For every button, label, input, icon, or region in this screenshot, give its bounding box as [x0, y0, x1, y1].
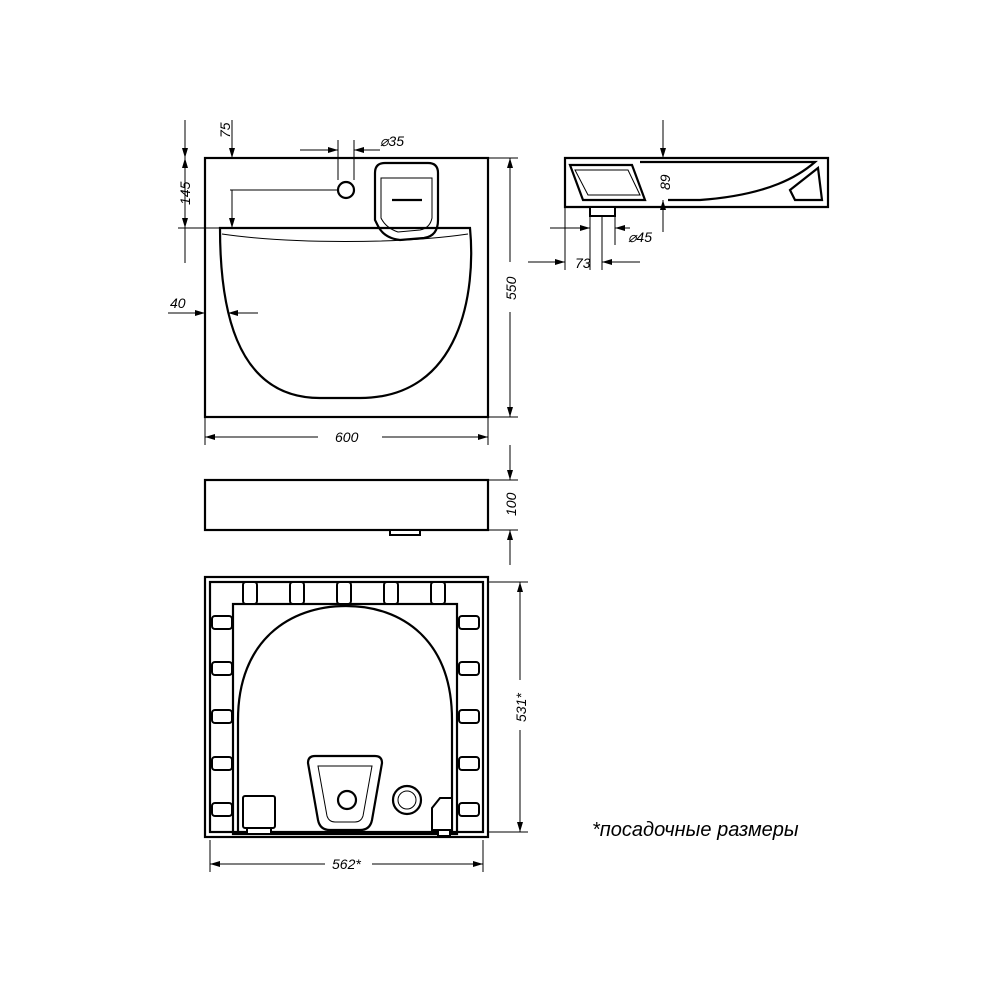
bottom-view-drain-hole	[336, 789, 358, 811]
top-view-bowl	[218, 226, 473, 400]
bottom-view-drain-housing-inner	[317, 765, 373, 823]
dim-side-offset: 40	[170, 295, 186, 311]
dim-height: 100	[503, 492, 519, 516]
mount-tabs-top	[242, 581, 446, 605]
dim-mount-depth: 531*	[513, 693, 529, 722]
bottom-view-left-block	[242, 795, 276, 829]
top-view-overflow-inner	[380, 177, 433, 233]
dim-inner-depth: 89	[657, 174, 673, 190]
bottom-view: 531* 562*	[203, 575, 529, 872]
top-view-overflow	[373, 161, 440, 242]
side-view: 89 ⌀45 73	[528, 120, 830, 271]
bottom-view-drain-housing	[306, 754, 384, 832]
side-view-drain	[589, 206, 616, 217]
dim-offset-top: 75	[217, 122, 233, 138]
side-view-overflow	[568, 163, 647, 202]
side-view-outline	[563, 156, 830, 209]
dim-depth-to-bowl: 145	[177, 181, 193, 205]
mount-tabs-left	[211, 615, 233, 817]
bottom-view-right-bracket	[431, 797, 453, 831]
front-view-drain	[389, 529, 421, 536]
top-view-outline	[203, 156, 490, 419]
dim-width: 600	[335, 429, 359, 445]
bottom-view-inner-frame	[208, 580, 485, 834]
side-view-overflow-inner	[574, 169, 641, 196]
tap-hole	[336, 180, 356, 200]
top-view-bowl-inner-rim	[221, 233, 469, 242]
dim-mount-width: 562*	[332, 856, 361, 872]
bottom-view-overflow-outlet	[391, 784, 423, 816]
dim-drain-offset: 73	[575, 255, 591, 271]
front-view: 100	[203, 445, 519, 565]
installation-note: *посадочные размеры	[592, 819, 799, 841]
dim-tap-hole-diameter: ⌀35	[380, 133, 404, 149]
front-view-outline	[203, 478, 490, 532]
mount-tabs-right	[458, 615, 480, 817]
side-view-bowl-curve	[640, 160, 818, 202]
dim-drain-diameter: ⌀45	[628, 229, 652, 245]
bottom-view-overflow-outlet-inner	[397, 790, 417, 810]
dim-depth: 550	[503, 276, 519, 300]
bottom-view-bowl-underside	[236, 604, 454, 834]
side-view-front-lip	[788, 165, 824, 202]
bottom-view-outer	[203, 575, 490, 839]
top-view: 75 ⌀35 145 40 550	[168, 120, 519, 445]
